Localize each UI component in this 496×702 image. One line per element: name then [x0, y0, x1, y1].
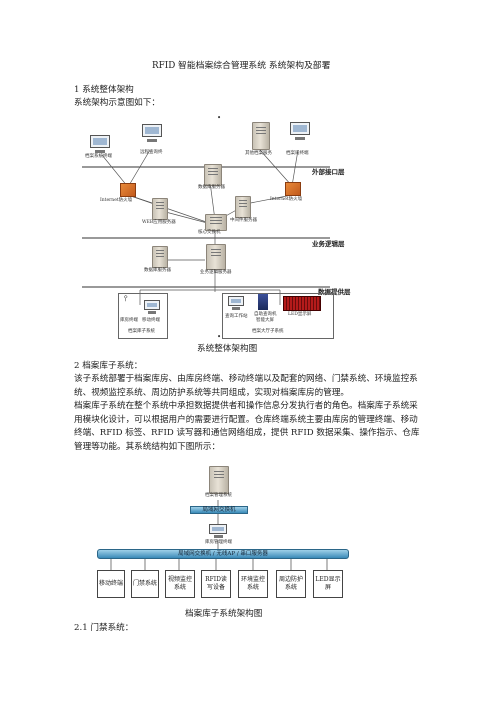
- label-shelf: 档案大厅子系统: [252, 329, 284, 334]
- section-heading-3: 2.1 门禁系统：: [74, 623, 134, 633]
- label-archive-system: 档案系统终端: [85, 154, 112, 159]
- layer-external: 外部接口层: [312, 168, 345, 176]
- label-top-server: 档案管理系统: [205, 493, 232, 498]
- label-kb-sub: 档案库子系统: [128, 329, 155, 334]
- label-firewall-left: Internet防火墙: [100, 198, 133, 203]
- server-icon: [235, 196, 251, 218]
- label-logic-server: 业务逻辑服务器: [200, 270, 232, 275]
- monitor-icon: [290, 122, 310, 140]
- label-mobile-terminal: 库房终端: [120, 318, 138, 323]
- section-heading-1: 1 系统整体架构: [74, 85, 134, 95]
- monitor-icon: [90, 135, 110, 153]
- label-web-server: WEB应用服务器: [142, 220, 176, 225]
- label-app-server: 中间件服务器: [230, 218, 257, 223]
- layer-data: 数据提供层: [318, 288, 351, 296]
- server-icon: [204, 164, 222, 186]
- section-heading-2: 2 档案库子系统：: [74, 361, 143, 371]
- module-mobile-terminal: 移动终端: [97, 570, 125, 598]
- server-icon: [206, 244, 226, 270]
- monitor-icon: [144, 300, 160, 314]
- monitor-icon: [228, 296, 244, 310]
- server-icon: [209, 466, 229, 494]
- paragraph-2: 该子系统部署于档案库房、由库房终端、移动终端以及配套的网络、门禁系统、环境监控系…: [74, 374, 418, 398]
- figure-caption-2: 档案库子系统架构图: [185, 609, 263, 619]
- server-icon: [252, 122, 270, 150]
- server-icon: [152, 246, 168, 268]
- label-switch: 核心交换机: [198, 230, 221, 235]
- label-pda: 查询工作站: [225, 314, 248, 319]
- firewall-icon: [120, 183, 136, 197]
- kiosk-icon: [258, 294, 268, 310]
- label-cabinet-group: 智能大屏: [256, 318, 274, 323]
- label-backup-server: 数据库服务器: [144, 268, 171, 273]
- module-rfid: RFID读写设备: [201, 570, 231, 598]
- subsystem-diagram: 档案管理系统 局域网交换机 库房管理终端 局域网交换机 / 无线AP / 串口服…: [95, 462, 365, 604]
- label-mobile-device: 移动终端: [142, 318, 160, 323]
- network-bar: 局域网交换机 / 无线AP / 串口服务器: [97, 549, 349, 559]
- hall-subsystem-group: [222, 293, 334, 339]
- led-screen-icon: [283, 296, 321, 311]
- label-led: LED显示屏: [288, 312, 312, 317]
- module-led: LED显示屏: [313, 570, 343, 598]
- switch-bar: 局域网交换机: [190, 506, 248, 514]
- label-firewall-right: Internet防火墙: [270, 197, 303, 202]
- module-access-control: 门禁系统: [131, 570, 159, 598]
- firewall-icon: [285, 182, 301, 196]
- label-mid: 库房管理终端: [205, 540, 232, 545]
- diagram2-connections: [110, 500, 328, 570]
- label-remote-terminal: 远程查询终: [140, 150, 163, 155]
- server-icon: [205, 214, 227, 231]
- monitor-icon: [209, 524, 227, 538]
- kb-subsystem-group: [118, 293, 168, 339]
- label-archive-terminal: 档案局终端: [286, 151, 309, 156]
- paragraph-3: 档案库子系统在整个系统中承担数据提供者和操作信息分发执行者的角色。档案库子系统采…: [74, 401, 420, 452]
- server-icon: [152, 198, 168, 220]
- label-device-cabinet: 自助查询机: [254, 312, 277, 317]
- label-other-server: 其他档案服务: [245, 151, 272, 156]
- figure-caption-1: 系统整体架构图: [197, 344, 258, 354]
- monitor-icon: [142, 124, 162, 142]
- layer-logic: 业务逻辑层: [312, 240, 345, 248]
- architecture-diagram: 档案系统终端 远程查询终 其他档案服务 档案局终端 • 外部接口层 业务逻辑层 …: [80, 110, 380, 342]
- module-video: 视频监控系统: [165, 570, 195, 598]
- paragraph-1: 系统架构示意图如下：: [74, 98, 160, 108]
- label-db-server: 数据库服务器: [198, 185, 225, 190]
- module-environment: 环境监控系统: [238, 570, 268, 598]
- dot-marker: •: [217, 333, 222, 341]
- dot-marker: •: [217, 114, 222, 122]
- module-perimeter: 周边防护系统: [276, 570, 306, 598]
- page-title: RFID 智能档案综合管理系统 系统架构及部署: [152, 61, 331, 71]
- antenna-icon: ⫯: [124, 294, 128, 303]
